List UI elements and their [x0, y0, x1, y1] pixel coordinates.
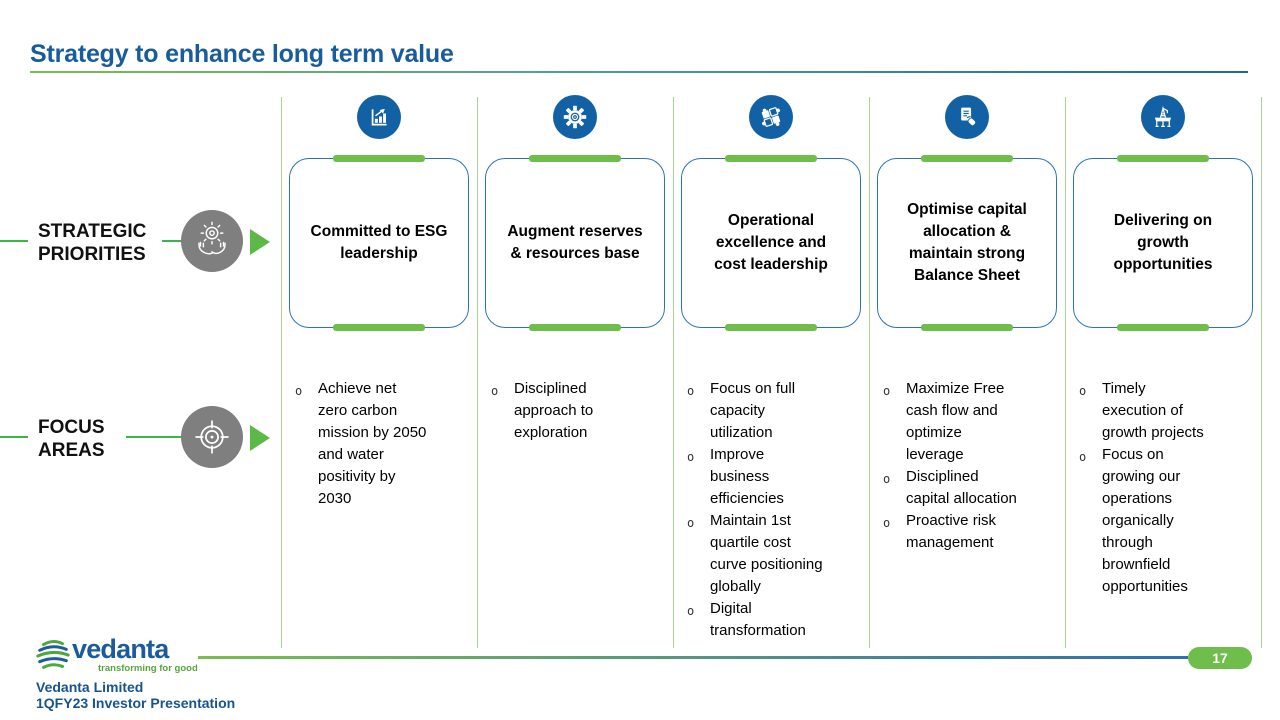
bullet-item: o Maintain 1st quartile cost curve positi…: [683, 510, 867, 598]
card-accent-bar: [529, 155, 621, 162]
bullet-item: o Proactive risk management: [879, 510, 1063, 554]
strategy-column: Delivering on growth opportunities o Time…: [1065, 90, 1261, 670]
priority-card-text: Optimise capital allocation & maintain s…: [907, 201, 1027, 284]
strategy-column: Committed to ESG leadership o Achieve net…: [281, 90, 477, 670]
priority-card: Operational excellence and cost leadersh…: [681, 155, 861, 331]
bullet-marker: o: [687, 516, 695, 530]
column-divider: [869, 97, 870, 648]
column-divider: [477, 97, 478, 648]
bar-chart-growth-icon: [357, 95, 401, 139]
card-accent-bar: [921, 324, 1013, 331]
focus-bullet-list: o Disciplined approach to exploration: [487, 378, 671, 444]
bullet-text: Digital transformation: [710, 600, 806, 639]
card-accent-bar: [725, 324, 817, 331]
priority-card-text: Augment reserves & resources base: [507, 223, 643, 262]
bullet-text: Timely execution of growth projects: [1102, 380, 1204, 441]
bullet-text: Disciplined approach to exploration: [514, 380, 594, 441]
priority-card: Delivering on growth opportunities: [1073, 155, 1253, 331]
bullet-text: Focus on growing our operations organica…: [1102, 446, 1188, 595]
bullet-marker: o: [883, 472, 891, 486]
bullet-text: Maximize Free cash flow and optimize lev…: [906, 380, 1005, 463]
bullet-text: Improve business efficiencies: [710, 446, 784, 507]
card-accent-bar: [529, 324, 621, 331]
bullet-text: Achieve net zero carbon mission by 2050 …: [318, 380, 427, 507]
page-title: Strategy to enhance long term value: [30, 40, 454, 68]
page-number-badge: 17: [1188, 647, 1252, 669]
bullet-item: o Digital transformation: [683, 598, 867, 642]
company-name: Vedanta Limited: [36, 679, 144, 695]
bullet-text: Disciplined capital allocation: [906, 468, 1017, 507]
card-accent-bar: [1117, 155, 1209, 162]
vedanta-swirl-icon: [34, 638, 72, 679]
bullet-marker: o: [883, 516, 891, 530]
arrow-right-triangle: [250, 229, 270, 255]
bullet-marker: o: [687, 384, 695, 398]
bullet-item: o Timely execution of growth projects: [1075, 378, 1259, 444]
bullet-text: Proactive risk management: [906, 512, 997, 551]
bullet-marker: o: [1079, 450, 1087, 464]
column-divider: [673, 97, 674, 648]
priority-card: Committed to ESG leadership: [289, 155, 469, 331]
bullet-marker: o: [1079, 384, 1087, 398]
bullet-item: o Disciplined capital allocation: [879, 466, 1063, 510]
connector-line: [162, 240, 183, 242]
column-divider: [281, 97, 282, 648]
bullet-marker: o: [295, 384, 303, 398]
title-underline: [30, 71, 1248, 73]
puzzle-icon: [749, 95, 793, 139]
strategy-column: Optimise capital allocation & maintain s…: [869, 90, 1065, 670]
bullet-marker: o: [687, 450, 695, 464]
card-accent-bar: [921, 155, 1013, 162]
strategic-priorities-label: STRATEGIC PRIORITIES: [38, 221, 147, 265]
priority-card-text: Delivering on growth opportunities: [1113, 212, 1213, 273]
bullet-item: o Disciplined approach to exploration: [487, 378, 671, 444]
bullet-marker: o: [687, 604, 695, 618]
oil-rig-icon: [1141, 95, 1185, 139]
bullet-item: o Achieve net zero carbon mission by 2050…: [291, 378, 475, 510]
bullet-item: o Focus on growing our operations organic…: [1075, 444, 1259, 598]
target-icon: [181, 406, 243, 468]
bullet-text: Focus on full capacity utilization: [710, 380, 796, 441]
card-accent-bar: [333, 324, 425, 331]
bullet-item: o Focus on full capacity utilization: [683, 378, 867, 444]
connector-line: [126, 436, 183, 438]
focus-bullet-list: o Achieve net zero carbon mission by 2050…: [291, 378, 475, 510]
card-accent-bar: [1117, 324, 1209, 331]
vedanta-tagline: transforming for good: [98, 663, 198, 674]
card-accent-bar: [725, 155, 817, 162]
bullet-item: o Improve business efficiencies: [683, 444, 867, 510]
priority-card: Optimise capital allocation & maintain s…: [877, 155, 1057, 331]
focus-bullet-list: o Maximize Free cash flow and optimize le…: [879, 378, 1063, 554]
strategy-column: Augment reserves & resources base o Disci…: [477, 90, 673, 670]
bullet-item: o Maximize Free cash flow and optimize le…: [879, 378, 1063, 466]
document-hand-icon: [945, 95, 989, 139]
strategy-column: Operational excellence and cost leadersh…: [673, 90, 869, 670]
vedanta-wordmark: vedanta: [72, 634, 169, 664]
hands-gear-icon: [181, 210, 243, 272]
priority-card: Augment reserves & resources base: [485, 155, 665, 331]
focus-areas-label: FOCUS AREAS: [38, 417, 105, 461]
gear-icon: [553, 95, 597, 139]
presentation-name: 1QFY23 Investor Presentation: [36, 695, 236, 711]
column-divider: [1065, 97, 1066, 648]
connector-line: [0, 436, 28, 438]
priority-card-text: Committed to ESG leadership: [310, 223, 448, 262]
arrow-right-triangle: [250, 425, 270, 451]
bullet-marker: o: [883, 384, 891, 398]
bullet-marker: o: [491, 384, 499, 398]
column-divider: [1261, 97, 1262, 648]
connector-line: [0, 240, 28, 242]
priority-card-text: Operational excellence and cost leadersh…: [714, 212, 828, 273]
footer-divider-line: [198, 656, 1188, 659]
card-accent-bar: [333, 155, 425, 162]
bullet-text: Maintain 1st quartile cost curve positio…: [710, 512, 823, 595]
